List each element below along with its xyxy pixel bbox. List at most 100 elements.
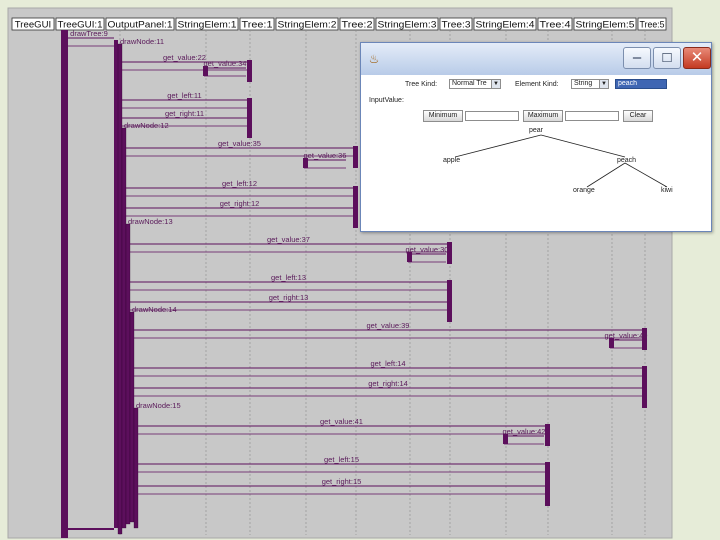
tree-edge	[624, 162, 668, 188]
tree-node-root: pear	[529, 127, 544, 134]
activation-bar	[447, 242, 452, 264]
maximum-button[interactable]: Maximum	[523, 110, 563, 122]
message-label: get_value:39	[367, 321, 410, 330]
message-label: get_value:40	[605, 331, 648, 340]
activation-return	[68, 528, 114, 530]
tree-edge	[586, 162, 626, 188]
tree-node-right-right: kiwi	[661, 187, 673, 194]
tree-gui-window[interactable]: ♨ – □ ✕ Tree Kind: Normal Tre ▼ Element …	[360, 42, 712, 232]
message-label: get_value:41	[320, 417, 363, 426]
object-header	[537, 17, 573, 31]
message-label: drawTree:9	[70, 29, 108, 38]
message-label: drawNode:12	[124, 121, 169, 130]
activation-bar	[121, 127, 127, 529]
maximize-button[interactable]: □	[653, 47, 681, 69]
element-kind-label: Element Kind:	[515, 81, 559, 88]
activation-bar	[545, 484, 550, 506]
object-header	[375, 17, 439, 31]
element-input[interactable]: peach	[615, 79, 667, 89]
object-header	[637, 17, 667, 31]
element-kind-value: String	[574, 80, 593, 87]
maximum-output	[565, 111, 619, 121]
message-label: get_left:13	[271, 273, 306, 282]
activation-bar	[642, 386, 647, 408]
object-header-label: OutputPanel:1	[108, 20, 173, 30]
object-header-label: StringElem:3	[378, 20, 437, 30]
activation-bar	[447, 280, 452, 302]
object-header	[439, 17, 473, 31]
object-header-label: StringElem:4	[476, 20, 535, 30]
activation-bar	[125, 223, 131, 525]
activation-bars	[61, 30, 647, 538]
message-label: get_value:36	[304, 151, 347, 160]
object-header	[239, 17, 275, 31]
object-header	[11, 17, 55, 31]
object-headers: TreeGUI TreeGUI:1 OutputPanel:1 StringElem:…	[11, 17, 667, 31]
object-header-label: StringElem:1	[178, 20, 237, 30]
activation-bar	[114, 40, 118, 528]
activation-bar	[61, 30, 68, 538]
message-label: drawNode:15	[136, 401, 181, 410]
object-header-label: StringElem:5	[576, 20, 635, 30]
object-header	[275, 17, 339, 31]
close-button[interactable]: ✕	[683, 47, 711, 69]
object-header	[105, 17, 175, 31]
message-label: get_right:14	[368, 379, 408, 388]
message-label: get_left:14	[370, 359, 405, 368]
clear-button[interactable]: Clear	[623, 110, 653, 122]
tree-kind-value: Normal Tre	[452, 80, 487, 87]
minimize-button[interactable]: –	[623, 47, 651, 69]
activation-bar	[545, 424, 550, 446]
tree-edge	[540, 134, 626, 158]
message-label: get_value:37	[267, 235, 310, 244]
activation-bar	[642, 328, 647, 350]
activation-bar	[353, 146, 358, 168]
activation-bar	[609, 338, 614, 348]
message-label: get_left:12	[222, 179, 257, 188]
message-label: get_value:42	[503, 427, 546, 436]
message-label: drawNode:11	[120, 37, 164, 46]
minimum-button[interactable]: Minimum	[423, 110, 463, 122]
input-value-label: InputValue:	[369, 97, 404, 104]
object-header	[55, 17, 105, 31]
tree-edge	[454, 134, 542, 158]
object-header	[339, 17, 375, 31]
activation-bar	[353, 186, 358, 208]
message-label: drawNode:14	[132, 305, 177, 314]
activation-bar	[247, 116, 252, 138]
tree-kind-select[interactable]: Normal Tre ▼	[449, 79, 501, 89]
messages: drawTree:9 drawNode:11 get_value:22 get_val…	[64, 29, 648, 495]
activation-bar	[447, 300, 452, 322]
element-kind-select[interactable]: String ▼	[571, 79, 609, 89]
object-header-label: Tree:5	[640, 20, 665, 30]
window-titlebar[interactable]: ♨ – □ ✕	[361, 43, 711, 75]
object-header	[573, 17, 637, 31]
message-label: get_right:13	[269, 293, 309, 302]
message-label: get_right:11	[165, 109, 204, 118]
object-header-label: TreeGUI	[15, 20, 51, 30]
minimum-output	[465, 111, 519, 121]
tree-edges	[454, 134, 668, 188]
object-header-label: Tree:4	[540, 20, 571, 30]
object-header-label: TreeGUI:1	[58, 20, 103, 30]
java-cup-icon: ♨	[368, 52, 380, 66]
activation-bar	[203, 66, 208, 76]
tree-node-right: peach	[617, 157, 637, 164]
activation-bar	[353, 206, 358, 228]
object-header-label: Tree:1	[242, 20, 273, 30]
object-header	[175, 17, 239, 31]
object-header-label: Tree:3	[442, 20, 471, 30]
message-label: get_value:22	[163, 53, 206, 62]
activation-bar	[303, 158, 308, 168]
activation-bar	[117, 43, 123, 535]
activation-bar	[642, 366, 647, 388]
tree-kind-label: Tree Kind:	[405, 81, 438, 88]
message-label: get_right:12	[220, 199, 260, 208]
message-label: get_right:15	[322, 477, 362, 486]
activation-bar	[407, 252, 412, 262]
message-label: drawNode:13	[128, 217, 173, 226]
object-header-label: StringElem:2	[278, 20, 337, 30]
chevron-down-icon: ▼	[599, 80, 608, 88]
activation-bar	[133, 407, 139, 529]
message-label: get_left:11	[167, 91, 201, 100]
